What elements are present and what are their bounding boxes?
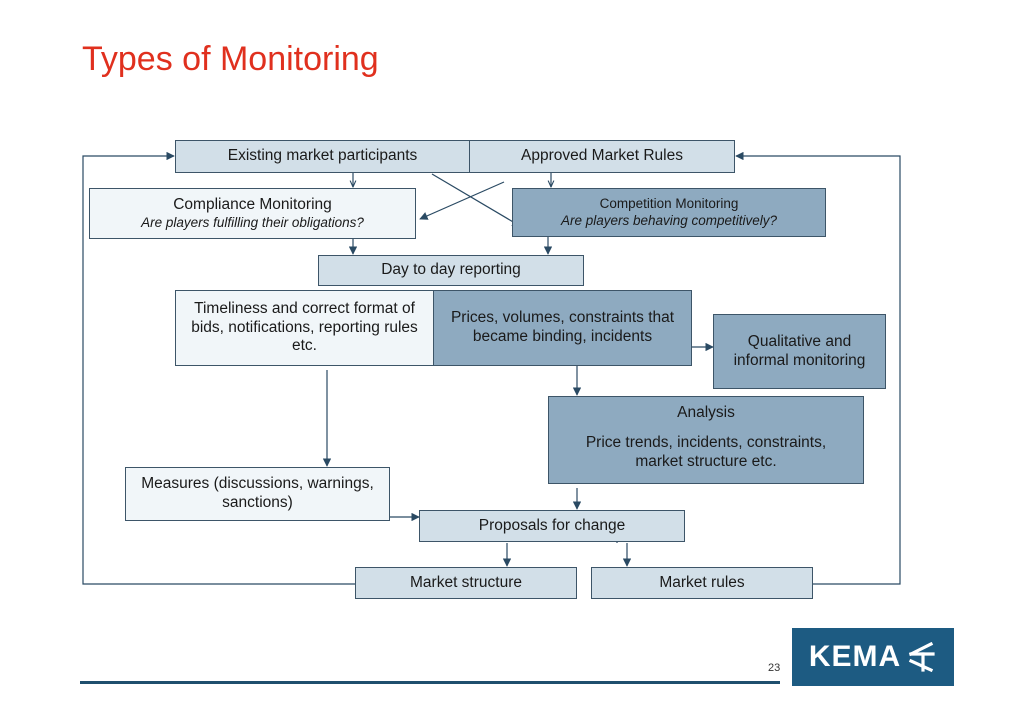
measures-box: Measures (discussions, warnings, sanctio… (125, 467, 390, 521)
timeliness-label: Timeliness and correct format of bids, n… (191, 299, 418, 355)
competition-subtitle: Are players behaving competitively? (560, 212, 778, 228)
cross-line-1 (431, 173, 521, 227)
qualitative-monitoring-box: Qualitative and informal monitoring (713, 314, 886, 389)
analysis-box: Analysis Price trends, incidents, constr… (548, 396, 864, 484)
compliance-monitoring-box: Compliance Monitoring Are players fulfil… (89, 188, 416, 239)
competition-monitoring-box: Competition Monitoring Are players behav… (512, 188, 826, 237)
existing-participants-label: Existing market participants (227, 147, 418, 165)
kema-logo: KEMA (792, 628, 954, 686)
timeliness-box: Timeliness and correct format of bids, n… (175, 290, 434, 366)
prices-volumes-label: Prices, volumes, constraints that became… (450, 309, 675, 345)
page-number: 23 (768, 662, 781, 674)
market-rules-box: Market rules (591, 567, 813, 599)
page-title: Types of Monitoring (82, 40, 379, 78)
cross-line-2 (419, 181, 505, 220)
compliance-title: Compliance Monitoring (173, 195, 332, 213)
footer-rule (80, 681, 780, 684)
prices-volumes-box: Prices, volumes, constraints that became… (433, 290, 692, 366)
proposals-label: Proposals for change (478, 516, 626, 534)
measures-label: Measures (discussions, warnings, sanctio… (141, 475, 374, 511)
proposals-box: Proposals for change (419, 510, 685, 542)
analysis-title: Analysis (677, 404, 735, 421)
competition-title: Competition Monitoring (599, 196, 739, 212)
day-to-day-label: Day to day reporting (381, 261, 521, 279)
day-to-day-reporting-box: Day to day reporting (318, 255, 584, 286)
loop-left-line (82, 151, 355, 585)
logo-mark-icon (909, 642, 935, 672)
existing-participants-box: Existing market participants (175, 140, 470, 173)
approved-rules-box: Approved Market Rules (469, 140, 735, 173)
qualitative-label: Qualitative and informal monitoring (733, 332, 866, 369)
market-rules-label: Market rules (659, 573, 745, 591)
approved-rules-label: Approved Market Rules (521, 147, 683, 165)
compliance-subtitle: Are players fulfilling their obligations… (141, 214, 364, 230)
analysis-body: Price trends, incidents, constraints, ma… (585, 433, 827, 470)
market-structure-box: Market structure (355, 567, 577, 599)
loop-right-line (735, 151, 901, 585)
market-structure-label: Market structure (410, 573, 522, 591)
logo-text: KEMA (808, 640, 902, 673)
